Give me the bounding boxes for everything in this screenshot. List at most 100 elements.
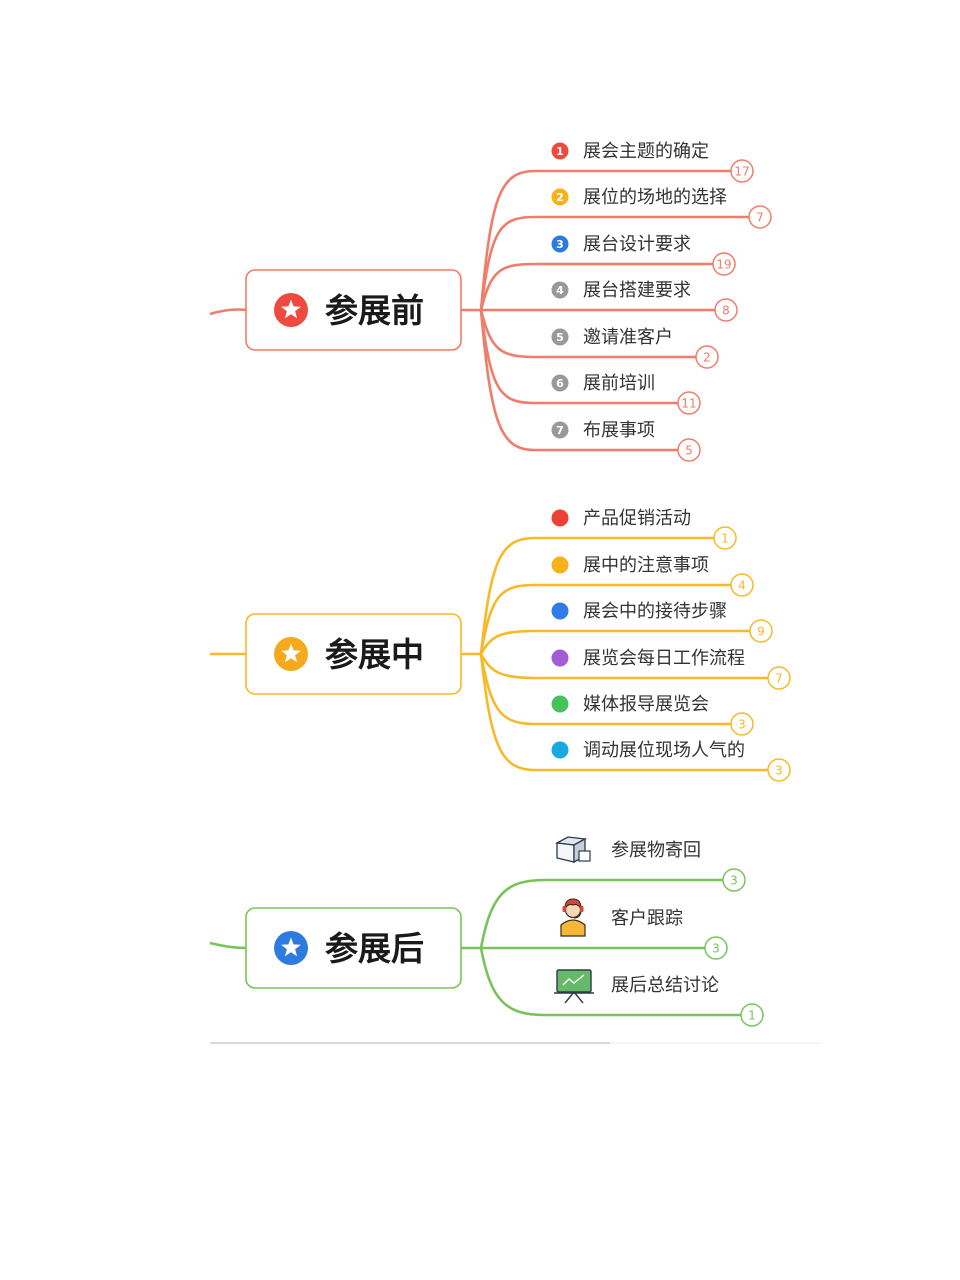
dot-marker-icon — [551, 602, 569, 620]
presentation-board-icon — [554, 969, 594, 1004]
subtopic-item[interactable]: 展中的注意事项 4 — [551, 555, 754, 597]
count-value: 3 — [730, 874, 738, 888]
branch-line — [479, 653, 768, 772]
number-marker-digit: 2 — [556, 191, 564, 204]
topic-box[interactable] — [245, 907, 462, 989]
subtopic-item[interactable]: 调动展位现场人气的 3 — [551, 740, 791, 782]
count-badge[interactable] — [730, 712, 754, 736]
count-badge[interactable] — [730, 159, 754, 183]
topic-label: 参展后 — [325, 929, 424, 968]
count-value: 1 — [721, 532, 729, 546]
count-badge[interactable] — [767, 666, 791, 690]
subtopic-item[interactable]: 客户跟踪 3 — [560, 898, 728, 960]
topic-label: 参展中 — [325, 635, 424, 674]
count-badge[interactable] — [748, 205, 772, 229]
connectors-before — [209, 169, 749, 452]
count-badge[interactable] — [740, 1003, 764, 1027]
subtopic-item[interactable]: 1 展会主题的确定 17 — [551, 141, 754, 183]
subtopic-item[interactable]: 产品促销活动 1 — [551, 508, 737, 550]
count-value: 3 — [738, 718, 746, 732]
support-agent-icon — [560, 898, 586, 937]
count-value: 9 — [757, 625, 765, 639]
count-value: 3 — [712, 942, 720, 956]
number-marker-icon — [551, 188, 569, 206]
subtopic-label: 布展事项 — [583, 420, 655, 441]
count-badge[interactable] — [767, 758, 791, 782]
count-value: 5 — [685, 444, 693, 458]
number-marker-digit: 1 — [556, 145, 564, 158]
dot-marker-icon — [551, 649, 569, 667]
number-marker-icon — [551, 142, 569, 160]
subtopic-item[interactable]: 展会中的接待步骤 9 — [551, 601, 773, 643]
branch-line — [479, 536, 714, 655]
number-marker-icon — [551, 421, 569, 439]
subtopic-label: 展位的场地的选择 — [583, 187, 727, 208]
branch-line — [479, 262, 713, 311]
count-value: 19 — [716, 258, 731, 272]
subtopic-label: 调动展位现场人气的 — [583, 740, 745, 761]
branch-during-exhibition: 参展中 产品促销活动 1 展中的注意事项 4 展会中的接待步骤 9 展览会每日工… — [210, 508, 791, 782]
count-badge[interactable] — [749, 619, 773, 643]
subtopic-item[interactable]: 3 展台设计要求 19 — [551, 234, 736, 276]
subtopic-item[interactable]: 4 展台搭建要求 8 — [551, 280, 738, 322]
number-marker-icon — [551, 328, 569, 346]
feeder-line — [209, 308, 247, 316]
topic-box[interactable] — [245, 613, 462, 695]
count-badge[interactable] — [730, 573, 754, 597]
package-icon — [554, 836, 591, 864]
topic-box[interactable] — [245, 269, 462, 351]
subtopic-label: 客户跟踪 — [611, 908, 683, 929]
subtopic-item[interactable]: 5 邀请准客户 2 — [551, 327, 719, 369]
number-marker-digit: 3 — [556, 238, 564, 251]
count-value: 2 — [703, 351, 711, 365]
branch-line — [479, 653, 731, 726]
subtopic-item[interactable]: 7 布展事项 5 — [551, 420, 701, 462]
dot-marker-icon — [551, 741, 569, 759]
count-badge[interactable] — [713, 526, 737, 550]
branch-line — [479, 215, 749, 311]
count-badge[interactable] — [677, 391, 701, 415]
star-icon — [281, 643, 301, 663]
count-value: 17 — [734, 165, 749, 179]
number-marker-icon — [551, 235, 569, 253]
count-value: 7 — [775, 672, 783, 686]
subtopic-label: 展会主题的确定 — [583, 141, 709, 162]
star-icon — [281, 299, 301, 319]
count-badge[interactable] — [695, 345, 719, 369]
connectors-during — [210, 536, 768, 772]
count-value: 3 — [775, 764, 783, 778]
branch-line — [479, 169, 731, 311]
dot-marker-icon — [551, 509, 569, 527]
branch-before-exhibition: 参展前 1 展会主题的确定 17 2 展位的场地的选择 7 3 展台设计要求 1… — [209, 141, 772, 462]
subtopic-label: 展中的注意事项 — [583, 555, 709, 576]
subtopic-label: 展前培训 — [583, 373, 655, 394]
branch-line — [479, 309, 678, 452]
dot-marker-icon — [551, 695, 569, 713]
dot-marker-icon — [551, 556, 569, 574]
subtopic-label: 展台搭建要求 — [583, 280, 691, 301]
subtopic-item[interactable]: 展后总结讨论 1 — [554, 969, 764, 1027]
subtopic-label: 参展物寄回 — [611, 840, 701, 861]
count-badge[interactable] — [722, 868, 746, 892]
topic-label: 参展前 — [325, 291, 424, 330]
count-badge[interactable] — [714, 298, 738, 322]
number-marker-icon — [551, 281, 569, 299]
subtopic-item[interactable]: 6 展前培训 11 — [551, 373, 701, 415]
subtopic-item[interactable]: 媒体报导展览会 3 — [551, 694, 754, 736]
subtopic-label: 展会中的接待步骤 — [583, 601, 727, 622]
number-marker-digit: 4 — [556, 284, 564, 297]
number-marker-digit: 6 — [556, 377, 564, 390]
subtopic-label: 邀请准客户 — [583, 327, 673, 348]
count-value: 1 — [748, 1009, 756, 1023]
subtopic-item[interactable]: 参展物寄回 3 — [554, 836, 746, 892]
subtopic-item[interactable]: 2 展位的场地的选择 7 — [551, 187, 772, 229]
branch-after-exhibition: 参展后 参展物寄回 3 客户跟踪 — [209, 836, 764, 1027]
count-badge[interactable] — [704, 936, 728, 960]
subtopic-label: 展后总结讨论 — [611, 975, 719, 996]
subtopic-label: 产品促销活动 — [583, 508, 691, 529]
subtopic-item[interactable]: 展览会每日工作流程 7 — [551, 648, 791, 690]
branch-line — [479, 309, 696, 359]
count-badge[interactable] — [677, 438, 701, 462]
count-badge[interactable] — [712, 252, 736, 276]
subtopic-label: 展台设计要求 — [583, 234, 691, 255]
